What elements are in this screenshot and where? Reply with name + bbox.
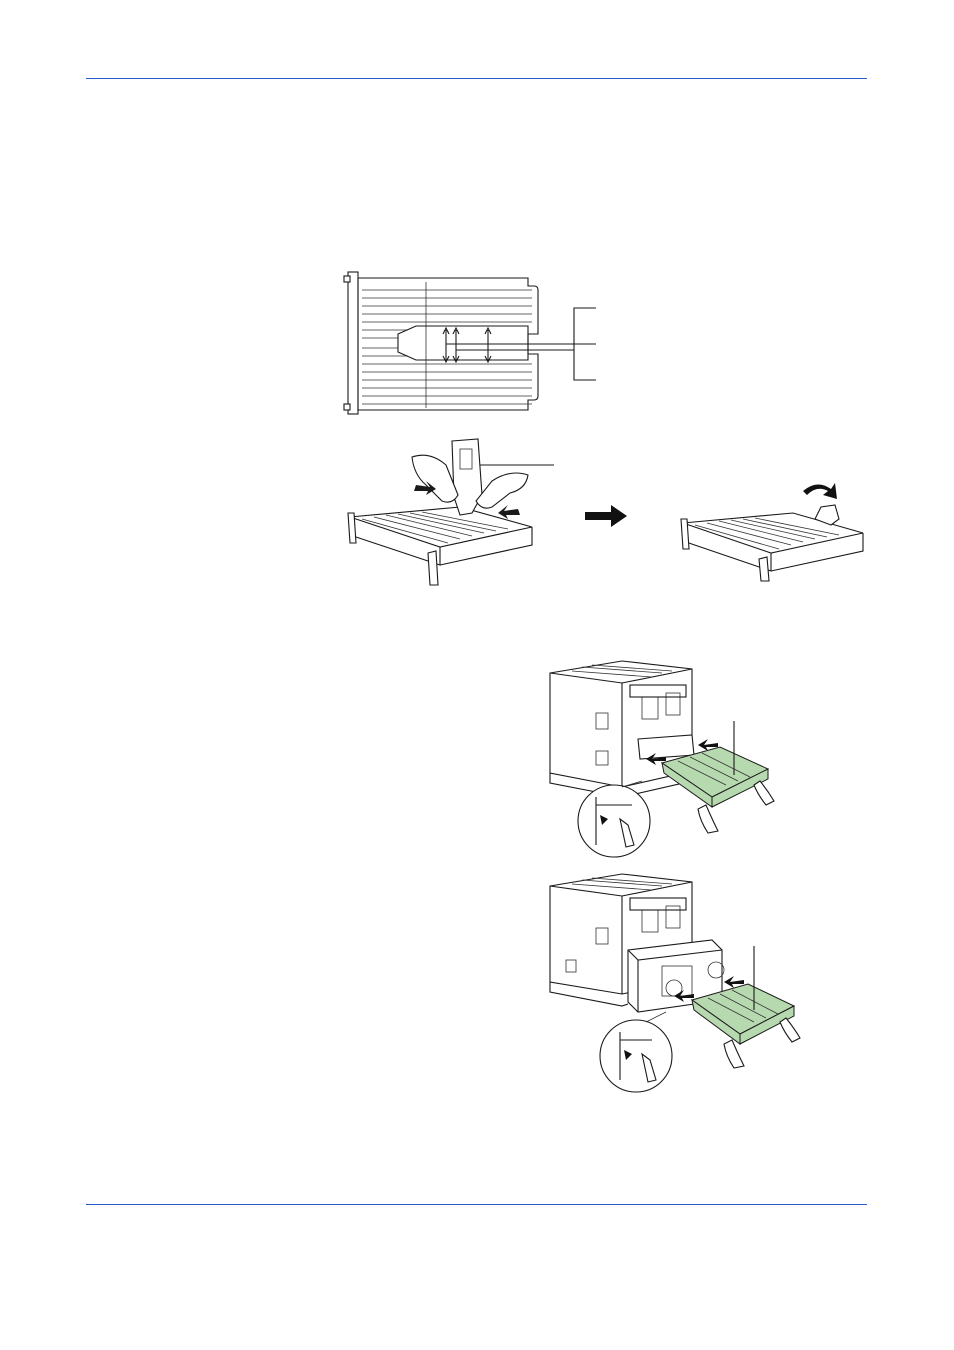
printer-tray-attach-figure — [542, 655, 782, 860]
duplexer-tray-attach-figure — [542, 870, 812, 1095]
duplexer-tray-attach-diagram — [549, 873, 801, 1093]
right-arrow-icon — [585, 505, 627, 527]
paper-tray-guide-diagram — [343, 271, 596, 415]
tray-stopper-raised-figure — [675, 475, 870, 585]
tray-stopper-raised-diagram — [680, 483, 864, 582]
flow-arrow — [585, 505, 627, 527]
header-rule — [86, 78, 867, 79]
tray-top-view-figure — [338, 268, 608, 420]
footer-rule — [86, 1204, 867, 1205]
tray-stopper-install-figure — [340, 435, 560, 590]
tray-stopper-hands-diagram — [347, 438, 554, 586]
printer-tray-attach-diagram — [549, 660, 775, 858]
